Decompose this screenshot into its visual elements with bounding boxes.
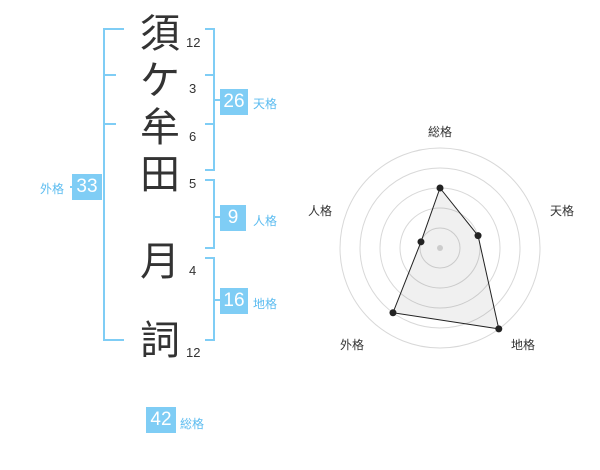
stroke-count-4: 5 [189,176,197,191]
stroke-count-6: 12 [186,345,201,360]
radar-ring [419,227,461,269]
jinkaku-value: 9 [220,205,246,231]
gaikaku-bracket [103,28,124,341]
name-char-6: 詞 [140,318,180,364]
stroke-count-2: 3 [189,81,197,96]
radar-center-dot [437,245,443,251]
radar-point-4 [389,309,397,317]
radar-label-chikaku: 地格 [511,338,536,352]
tenkaku-label: 天格 [253,97,278,111]
stroke-count-3: 6 [189,129,197,144]
radar-label-tenkaku: 天格 [550,204,575,218]
name-char-1: 須 [140,11,180,57]
chikaku-value: 16 [220,288,248,314]
name-char-2: ケ [140,58,180,104]
radar-label-soukaku: 総格 [428,125,453,139]
radar-point-3 [495,325,503,333]
radar-point-5 [417,238,425,246]
gaikaku-label: 外格 [40,182,65,196]
radar-series-polygon [392,186,500,330]
chikaku-label: 地格 [253,297,278,311]
soukaku-value: 42 [146,407,176,433]
stroke-count-5: 4 [189,263,197,278]
name-char-3: 牟 [140,105,180,151]
name-char-5: 月 [140,239,180,285]
radar-point-2 [474,232,482,240]
tenkaku-value: 26 [220,89,248,115]
gaikaku-value: 33 [72,174,102,200]
jinkaku-bracket [205,179,215,249]
name-char-4: 田 [140,152,180,198]
radar-ring [399,207,481,289]
radar-label-gaikaku: 外格 [340,338,365,352]
radar-label-jinkaku: 人格 [308,204,333,218]
soukaku-label: 総格 [180,417,205,431]
radar-ring [359,167,521,329]
jinkaku-label: 人格 [253,214,278,228]
stroke-count-1: 12 [186,35,201,50]
radar-point-1 [436,184,444,192]
